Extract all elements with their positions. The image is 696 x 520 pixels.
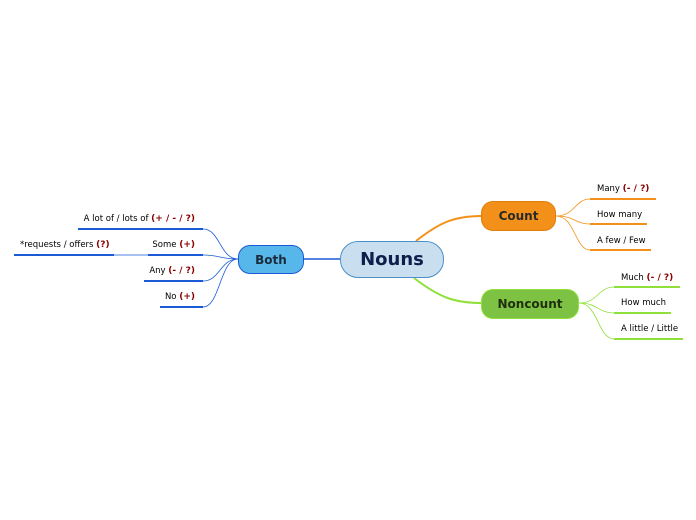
noncount-leaf-connectors bbox=[578, 286, 683, 340]
leaf-a-little[interactable]: A little / Little bbox=[621, 323, 678, 335]
usage-mark: (- / ?) bbox=[168, 266, 195, 276]
root-to-count-connector bbox=[415, 215, 483, 242]
leaf-a-few[interactable]: A few / Few bbox=[597, 235, 646, 247]
leaf-many[interactable]: Many (- / ?) bbox=[597, 183, 649, 195]
leaf-text: A little / Little bbox=[621, 324, 679, 334]
topic-both[interactable]: Both bbox=[238, 245, 304, 274]
topic-count[interactable]: Count bbox=[481, 201, 556, 231]
leaf-some[interactable]: Some (+) bbox=[152, 239, 195, 251]
count-leaf-connectors bbox=[555, 198, 656, 251]
usage-mark: (- / ?) bbox=[646, 273, 674, 283]
leaf-text: How much bbox=[621, 298, 666, 308]
root-to-noncount-connector bbox=[413, 277, 483, 304]
leaf-text: Many bbox=[597, 184, 620, 194]
usage-mark: (+ / - / ?) bbox=[151, 214, 195, 224]
leaf-any[interactable]: Any (- / ?) bbox=[149, 265, 195, 277]
usage-mark: (- / ?) bbox=[622, 184, 650, 194]
usage-mark: (?) bbox=[96, 240, 110, 250]
leaf-how-many[interactable]: How many bbox=[597, 209, 642, 221]
leaf-a-lot-of[interactable]: A lot of / lots of (+ / - / ?) bbox=[84, 213, 195, 225]
leaf-text: How many bbox=[597, 210, 643, 220]
central-topic-nouns[interactable]: Nouns bbox=[340, 241, 444, 278]
leaf-text: *requests / offers bbox=[20, 240, 94, 250]
usage-mark: (+) bbox=[179, 240, 195, 250]
leaf-text: A lot of / lots of bbox=[83, 214, 149, 224]
leaf-text: Much bbox=[621, 273, 644, 283]
usage-mark: (+) bbox=[179, 292, 195, 302]
leaf-text: A few / Few bbox=[597, 236, 646, 246]
leaf-much[interactable]: Much (- / ?) bbox=[621, 272, 673, 284]
leaf-text: No bbox=[164, 292, 177, 302]
leaf-text: Any bbox=[149, 266, 166, 276]
leaf-no[interactable]: No (+) bbox=[165, 291, 195, 303]
topic-noncount[interactable]: Noncount bbox=[481, 289, 579, 319]
leaf-how-much[interactable]: How much bbox=[621, 297, 666, 309]
leaf-text: Some bbox=[152, 240, 177, 250]
both-leaf-connectors bbox=[14, 228, 239, 308]
leaf-requests-offers[interactable]: *requests / offers (?) bbox=[20, 239, 110, 251]
